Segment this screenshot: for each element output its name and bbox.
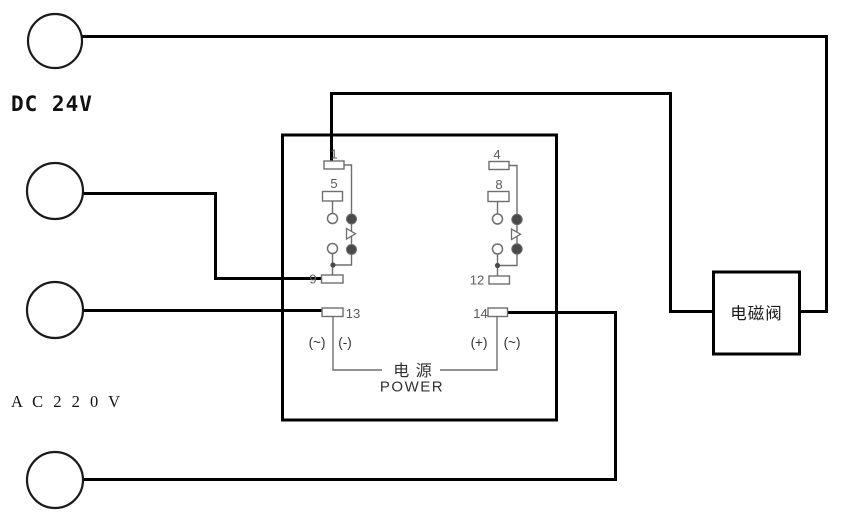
pin-8-label: 8 — [495, 177, 502, 192]
moving-contact-circle — [511, 243, 523, 255]
pin-4-pad — [488, 160, 510, 171]
pin-13-label: 13 — [346, 306, 360, 321]
pin-12-pad — [488, 275, 511, 285]
polarity-right-ac-label: (~) — [504, 335, 521, 350]
pin-13-pad — [321, 307, 344, 318]
terminal-circle-ac-1 — [25, 280, 85, 340]
power-wire-right — [440, 316, 498, 371]
wire-dc-terminal-to-solenoid-right — [82, 35, 828, 313]
contact-arrow-icon — [510, 227, 522, 241]
solenoid-valve: 电磁阀 — [712, 270, 801, 356]
pin-14-label: 14 — [473, 306, 487, 321]
external-wires — [82, 35, 828, 481]
fixed-contact-circle — [326, 212, 339, 225]
pin-8-pad — [487, 190, 510, 203]
wire-terminal2-to-pin9 — [83, 192, 331, 280]
polarity-right-dc-label: (+) — [471, 335, 488, 350]
polarity-left-ac-label: (~) — [309, 335, 326, 350]
pin-12-label: 12 — [470, 273, 484, 288]
junction-branch-lead — [333, 254, 353, 266]
moving-contact-circle — [511, 213, 523, 226]
pin4-contact-lead — [509, 164, 518, 214]
contact-arrow-icon — [345, 227, 357, 241]
pin-9-pad — [320, 274, 344, 284]
solenoid-valve-label: 电磁阀 — [730, 304, 783, 323]
relay-base-box — [281, 133, 558, 422]
pin-4-label: 4 — [493, 147, 500, 162]
pin-1-pad — [323, 160, 345, 170]
power-label-cn: 电 源 — [393, 362, 432, 380]
wire-pin1-to-solenoid-left — [330, 92, 713, 313]
power-label-en: POWER — [380, 379, 444, 396]
solenoid-valve-box — [712, 270, 801, 356]
pin-9-label: 9 — [309, 272, 316, 287]
moving-contact-circle — [346, 213, 357, 225]
pin-1-label: 1 — [330, 147, 337, 162]
pin-5-label: 5 — [330, 176, 337, 191]
pin-5-pad — [321, 190, 344, 202]
source-terminals: DC 24V A C 2 2 0 V — [11, 12, 123, 510]
terminal-circle-dc-minus — [25, 161, 85, 221]
terminal-circle-dc-plus — [26, 12, 84, 70]
junction-branch-lead — [497, 254, 518, 267]
junction-dot — [494, 262, 501, 269]
pin-14-pad — [487, 307, 509, 318]
relay-power-section: (~) (-) (+) (~) 电 源 POWER — [309, 316, 521, 396]
fixed-contact-circle — [326, 242, 339, 255]
ac-voltage-label: A C 2 2 0 V — [11, 392, 123, 411]
power-wire-left — [332, 316, 382, 371]
polarity-left-dc-label: (-) — [338, 335, 352, 350]
junction-dot — [330, 262, 336, 268]
dc-voltage-label: DC 24V — [11, 92, 93, 116]
relay-right-contact-set: 4 8 12 14 — [470, 147, 523, 321]
relay-left-contact-set: 1 5 9 13 — [309, 147, 360, 322]
fixed-contact-circle — [491, 213, 504, 225]
moving-contact-circle — [346, 244, 357, 255]
terminal-circle-ac-2 — [25, 450, 85, 510]
pin1-contact-lead — [344, 164, 353, 214]
fixed-contact-circle — [491, 243, 504, 255]
